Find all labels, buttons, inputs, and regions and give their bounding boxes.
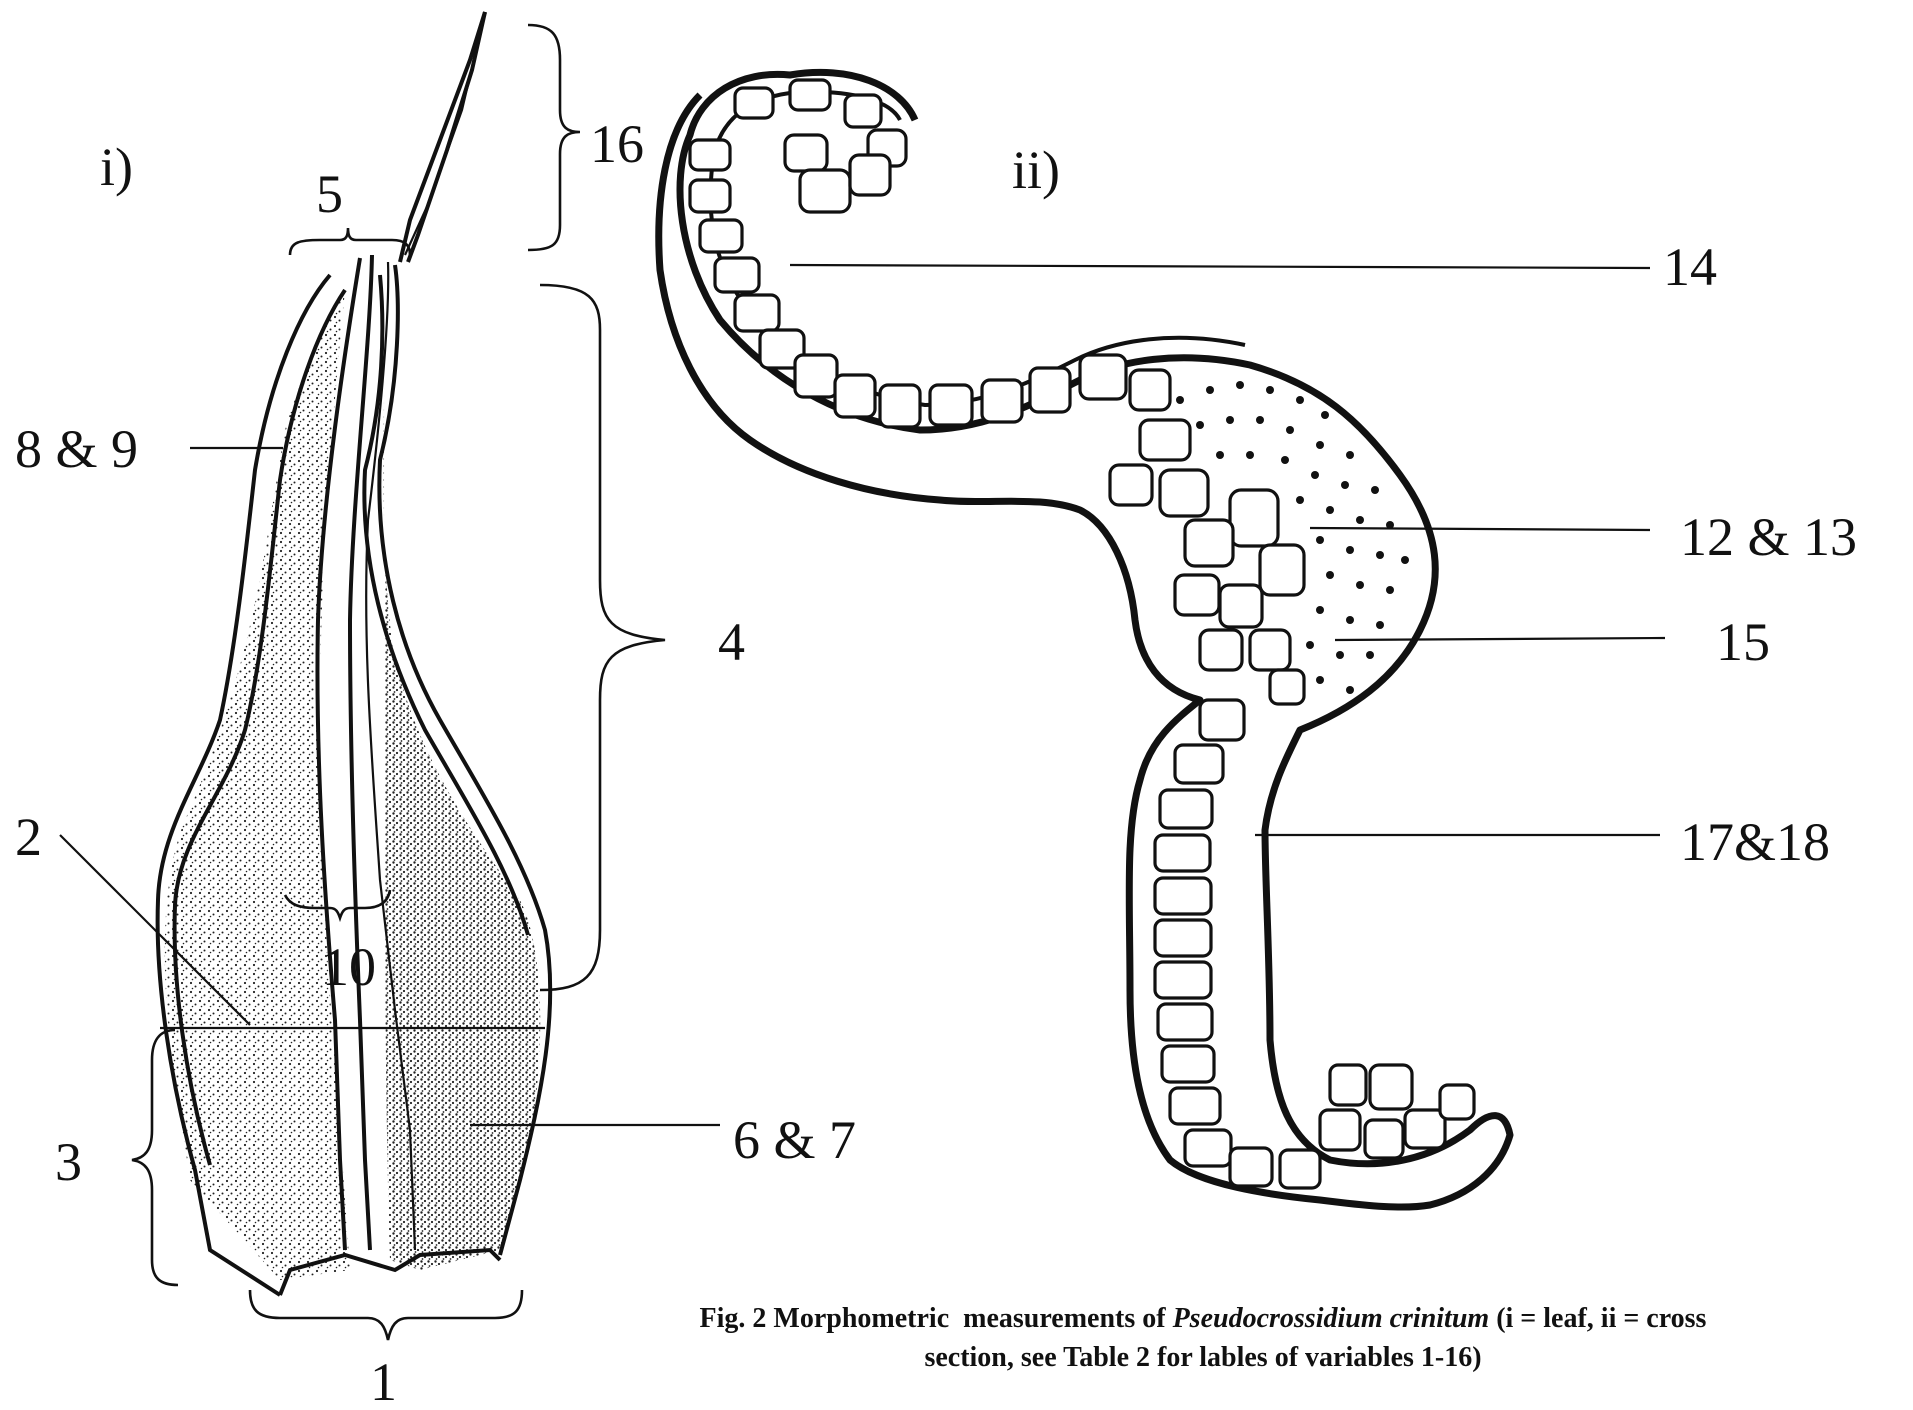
- label-3: 3: [55, 1132, 82, 1192]
- leader-14: [790, 265, 1650, 268]
- label-16: 16: [590, 114, 644, 174]
- label-8-9: 8 & 9: [15, 419, 138, 479]
- panel-label-leaf: i): [100, 137, 133, 197]
- leader-12-13: [1310, 528, 1650, 530]
- label-12-13: 12 & 13: [1680, 507, 1857, 567]
- brace-16: [528, 25, 580, 250]
- leader-15: [1335, 638, 1665, 640]
- caption-species: Pseudocrossidium crinitum: [1172, 1303, 1490, 1334]
- label-4: 4: [718, 612, 745, 672]
- label-10: 10: [322, 937, 376, 997]
- leaf-drawing: [158, 12, 551, 1295]
- figure-caption-line-2: section, see Table 2 for lables of varia…: [924, 1342, 1481, 1373]
- upper-curl-cells: [690, 80, 1070, 427]
- costa-cells: [1080, 355, 1304, 704]
- caption-suffix: (i = leaf, ii = cross: [1489, 1303, 1706, 1334]
- brace-4: [540, 285, 665, 990]
- label-2: 2: [15, 807, 42, 867]
- lower-arm-cells: [1155, 700, 1474, 1188]
- label-17-18: 17&18: [1680, 812, 1830, 872]
- panel-label-cross-section: ii): [1012, 140, 1060, 200]
- brace-1: [250, 1290, 522, 1340]
- label-5: 5: [316, 164, 343, 224]
- label-6-7: 6 & 7: [733, 1110, 856, 1170]
- caption-prefix: Fig. 2 Morphometric measurements of: [700, 1303, 1173, 1334]
- figure-caption-line-1: Fig. 2 Morphometric measurements of Pseu…: [700, 1303, 1707, 1334]
- label-15: 15: [1716, 612, 1770, 672]
- label-14: 14: [1663, 237, 1717, 297]
- brace-5: [290, 228, 410, 255]
- label-1: 1: [370, 1352, 397, 1410]
